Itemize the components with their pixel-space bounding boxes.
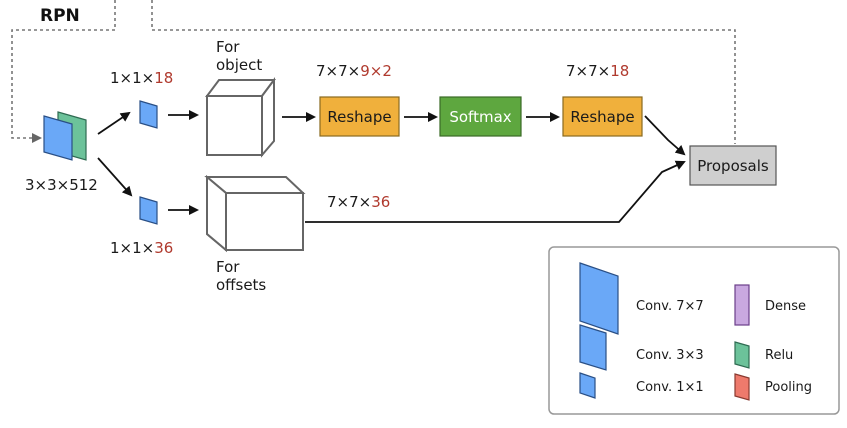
legend-conv7-swatch [579, 262, 619, 335]
legend-conv1-swatch [579, 372, 596, 399]
legend-pooling-swatch [734, 373, 750, 401]
arrow-to-object-conv [97, 111, 131, 135]
proposals-box [689, 145, 777, 186]
reshape2-label: Reshape [570, 108, 634, 126]
object-caption-line2: object [216, 56, 262, 74]
object-caption-line1: For [216, 38, 240, 56]
input-dims-label: 3×3×512 [25, 176, 98, 194]
proposals-label: Proposals [697, 157, 769, 175]
arrow-to-offset-conv [97, 157, 133, 197]
legend-conv1-label: Conv. 1×1 [636, 380, 704, 395]
rpn-title: RPN [40, 6, 80, 26]
offset-conv-label: 1×1×36 [110, 239, 173, 257]
reshape1-label: Reshape [327, 108, 391, 126]
rpn-dashed-frame-right [151, 0, 736, 144]
offset-feature-cube [204, 174, 306, 253]
softmax-label: Softmax [449, 108, 511, 126]
conv3x3-layer [43, 115, 73, 161]
rpn-dashed-frame [11, 0, 116, 143]
legend-dense-label: Dense [765, 299, 806, 314]
offset-conv1x1 [139, 196, 158, 225]
legend-conv7-label: Conv. 7×7 [636, 299, 704, 314]
reshape1-dims-label: 7×7×9×2 [316, 62, 392, 80]
legend-conv3-swatch [579, 324, 607, 371]
legend-pooling-label: Pooling [765, 380, 812, 395]
offset-out-dims-label: 7×7×36 [327, 193, 390, 211]
softmax-box [439, 96, 522, 137]
object-conv1x1 [139, 100, 158, 129]
offset-caption-line1: For [216, 258, 240, 276]
reshape1-box [319, 96, 400, 137]
arrow-offset-to-proposals [305, 160, 686, 223]
reshape2-dims-label: 7×7×18 [566, 62, 629, 80]
legend-dense-swatch [734, 284, 750, 326]
legend-conv3-label: Conv. 3×3 [636, 348, 704, 363]
reshape2-box [562, 96, 643, 137]
offset-caption-line2: offsets [216, 276, 266, 294]
object-conv-label: 1×1×18 [110, 69, 173, 87]
legend-relu-label: Relu [765, 348, 793, 363]
legend-relu-swatch [734, 341, 750, 369]
legend-box [548, 246, 840, 415]
object-feature-cube [205, 77, 276, 158]
arrow-reshape2-to-proposals [644, 115, 686, 156]
